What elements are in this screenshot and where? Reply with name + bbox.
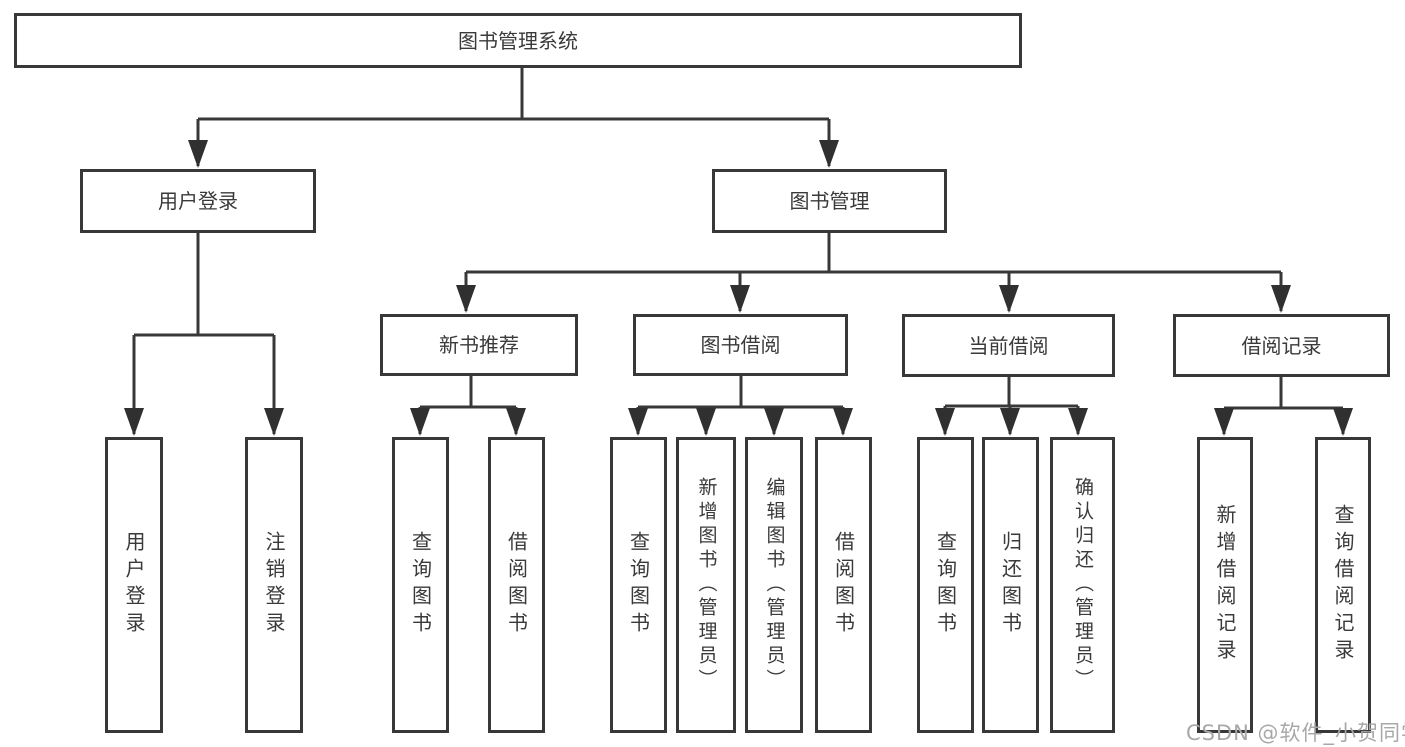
leaf-query-books-borrow: 查询图书 (610, 437, 667, 733)
node-book-management: 图书管理 (712, 169, 947, 233)
leaf-logout: 注销登录 (245, 437, 303, 733)
leaf-user-login: 用户登录 (105, 437, 163, 733)
leaf-user-login-label: 用户登录 (122, 531, 146, 639)
connector-new-book-recommend (410, 376, 526, 436)
node-book-management-label: 图书管理 (789, 189, 870, 213)
leaf-add-books-admin-label: 新增图书（管理员） (695, 477, 718, 693)
leaf-add-borrow-record: 新增借阅记录 (1197, 437, 1253, 733)
leaf-query-books-borrow-label: 查询图书 (626, 531, 651, 639)
watermark: CSDN @软件_小贺同学 (1186, 721, 1405, 745)
connector-book-borrow (628, 376, 853, 436)
leaf-add-books-admin: 新增图书（管理员） (676, 437, 736, 733)
node-root: 图书管理系统 (14, 13, 1022, 68)
leaf-query-borrow-record: 查询借阅记录 (1315, 437, 1371, 733)
node-user-login-label: 用户登录 (158, 189, 238, 213)
leaf-query-borrow-record-label: 查询借阅记录 (1331, 504, 1355, 666)
leaf-borrow-books: 借阅图书 (815, 437, 872, 733)
node-root-label: 图书管理系统 (458, 28, 578, 53)
leaf-query-books-recommend-label: 查询图书 (408, 531, 433, 639)
node-current-borrow-label: 当前借阅 (968, 333, 1049, 358)
leaf-return-books-label: 归还图书 (998, 531, 1023, 639)
node-borrow-records: 借阅记录 (1173, 314, 1390, 377)
node-new-book-recommend: 新书推荐 (380, 314, 578, 376)
connector-user-login (124, 233, 284, 436)
node-user-login: 用户登录 (80, 169, 316, 233)
leaf-query-books-current-label: 查询图书 (933, 531, 958, 639)
leaf-edit-books-admin: 编辑图书（管理员） (745, 437, 803, 733)
connector-current-borrow (935, 377, 1088, 436)
node-book-borrow: 图书借阅 (633, 314, 848, 376)
leaf-edit-books-admin-label: 编辑图书（管理员） (763, 477, 786, 693)
leaf-logout-label: 注销登录 (262, 531, 286, 639)
connector-root (188, 68, 839, 168)
leaf-query-books-recommend: 查询图书 (392, 437, 449, 733)
leaf-borrow-books-recommend: 借阅图书 (488, 437, 545, 733)
node-borrow-records-label: 借阅记录 (1241, 333, 1322, 358)
leaf-borrow-books-label: 借阅图书 (831, 531, 856, 639)
leaf-query-books-current: 查询图书 (917, 437, 974, 733)
node-new-book-recommend-label: 新书推荐 (439, 333, 519, 357)
connector-borrow-records (1214, 377, 1353, 436)
node-current-borrow: 当前借阅 (902, 314, 1115, 377)
leaf-confirm-return-admin-label: 确认归还（管理员） (1072, 477, 1094, 693)
leaf-confirm-return-admin: 确认归还（管理员） (1050, 437, 1115, 733)
leaf-add-borrow-record-label: 新增借阅记录 (1213, 504, 1237, 666)
leaf-return-books: 归还图书 (982, 437, 1039, 733)
node-book-borrow-label: 图书借阅 (700, 333, 781, 357)
connector-book-management (456, 233, 1291, 313)
leaf-borrow-books-recommend-label: 借阅图书 (504, 531, 529, 639)
